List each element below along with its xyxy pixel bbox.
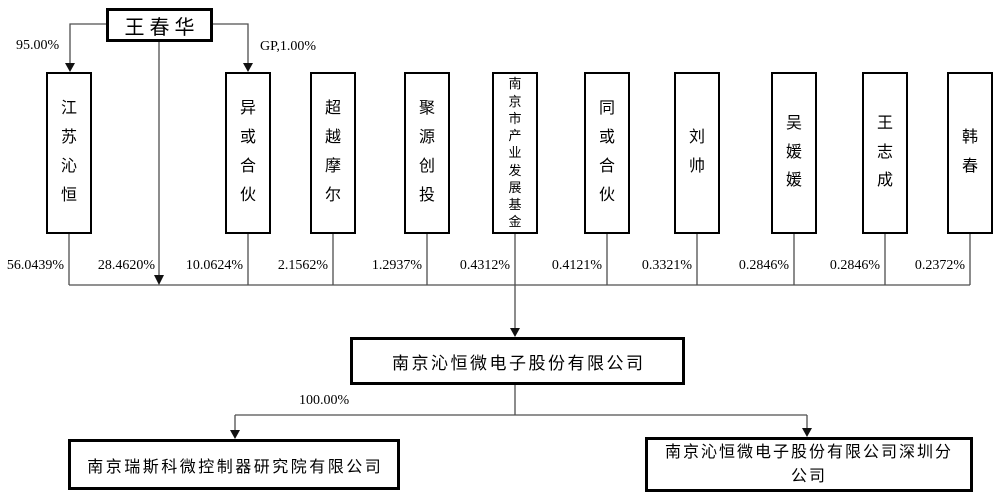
- controller-name: 王春华: [124, 16, 200, 39]
- shareholder-name: 韩春: [961, 129, 978, 175]
- pct-label-yihuo: 10.0624%: [185, 258, 243, 273]
- shareholder-box-chaoyue-moer: 超越摩尔: [310, 72, 356, 234]
- subsidiary-name: 南京瑞斯科微控制器研究院有限公司: [87, 458, 384, 476]
- pct-label-tonghuo: 0.4121%: [551, 258, 602, 273]
- arrowhead: [243, 63, 253, 72]
- pct-label-industry-fund: 0.4312%: [459, 258, 510, 273]
- arrowhead: [230, 430, 240, 439]
- pct-label-controller-direct: 28.4620%: [97, 258, 155, 273]
- shareholder-box-liu-shuai: 刘帅: [674, 72, 720, 234]
- arrowhead: [802, 428, 812, 437]
- arrowhead: [65, 63, 75, 72]
- arrowhead: [510, 328, 520, 337]
- shareholder-name: 同或合伙: [598, 100, 615, 204]
- pct-label-han-chun: 0.2372%: [914, 258, 965, 273]
- edge-controller-to-jiangsu: [69, 23, 107, 63]
- edge-label-gp: GP,1.00%: [260, 39, 317, 54]
- shareholder-box-juyuan-chuangtou: 聚源创投: [404, 72, 450, 234]
- shareholder-box-tonghuo-partnership: 同或合伙: [584, 72, 630, 234]
- shareholder-box-wang-zhicheng: 王志成: [862, 72, 908, 234]
- subsidiary-box-shenzhen-branch: 南京沁恒微电子股份有限公司深圳分公司: [645, 437, 973, 492]
- company-box: 南京沁恒微电子股份有限公司: [350, 337, 685, 385]
- shareholder-box-jiangsu-qinheng: 江苏沁恒: [46, 72, 92, 234]
- shareholder-name: 江苏沁恒: [60, 100, 77, 204]
- shareholder-name: 刘帅: [688, 129, 705, 175]
- pct-label-juyuan: 1.2937%: [371, 258, 422, 273]
- shareholder-name: 超越摩尔: [324, 100, 341, 204]
- shareholder-name: 王志成: [876, 114, 893, 190]
- shareholder-box-nanjing-industry-fund: 南京市产业发展基金: [492, 72, 538, 234]
- shareholder-box-wu-yuanyuan: 吴媛媛: [771, 72, 817, 234]
- shareholder-name: 异或合伙: [239, 100, 256, 204]
- pct-label-jiangsu-qinheng: 56.0439%: [6, 258, 64, 273]
- shareholder-box-yihuo-partnership: 异或合伙: [225, 72, 271, 234]
- controller-box: 王春华: [106, 8, 213, 42]
- shareholder-name: 聚源创投: [418, 100, 435, 204]
- subsidiary-box-risc-research-institute: 南京瑞斯科微控制器研究院有限公司: [68, 439, 400, 490]
- edge-controller-to-yihuo: [212, 23, 249, 63]
- company-name: 南京沁恒微电子股份有限公司: [392, 353, 646, 373]
- edge-company-to-subsidiaries: [234, 385, 808, 430]
- edge-label-100pct: 100.00%: [299, 393, 350, 408]
- pct-label-wu-yuanyuan: 0.2846%: [738, 258, 789, 273]
- edge-label-95pct: 95.00%: [16, 38, 60, 53]
- arrowhead: [154, 275, 164, 285]
- subsidiary-name: 南京沁恒微电子股份有限公司深圳分公司: [664, 444, 953, 485]
- pct-label-chaoyue-moer: 2.1562%: [277, 258, 328, 273]
- pct-label-wang-zhicheng: 0.2846%: [829, 258, 880, 273]
- shareholder-name: 吴媛媛: [785, 114, 802, 190]
- shareholder-box-han-chun: 韩春: [947, 72, 993, 234]
- pct-label-liu-shuai: 0.3321%: [641, 258, 692, 273]
- shareholder-name: 南京市产业发展基金: [508, 76, 522, 230]
